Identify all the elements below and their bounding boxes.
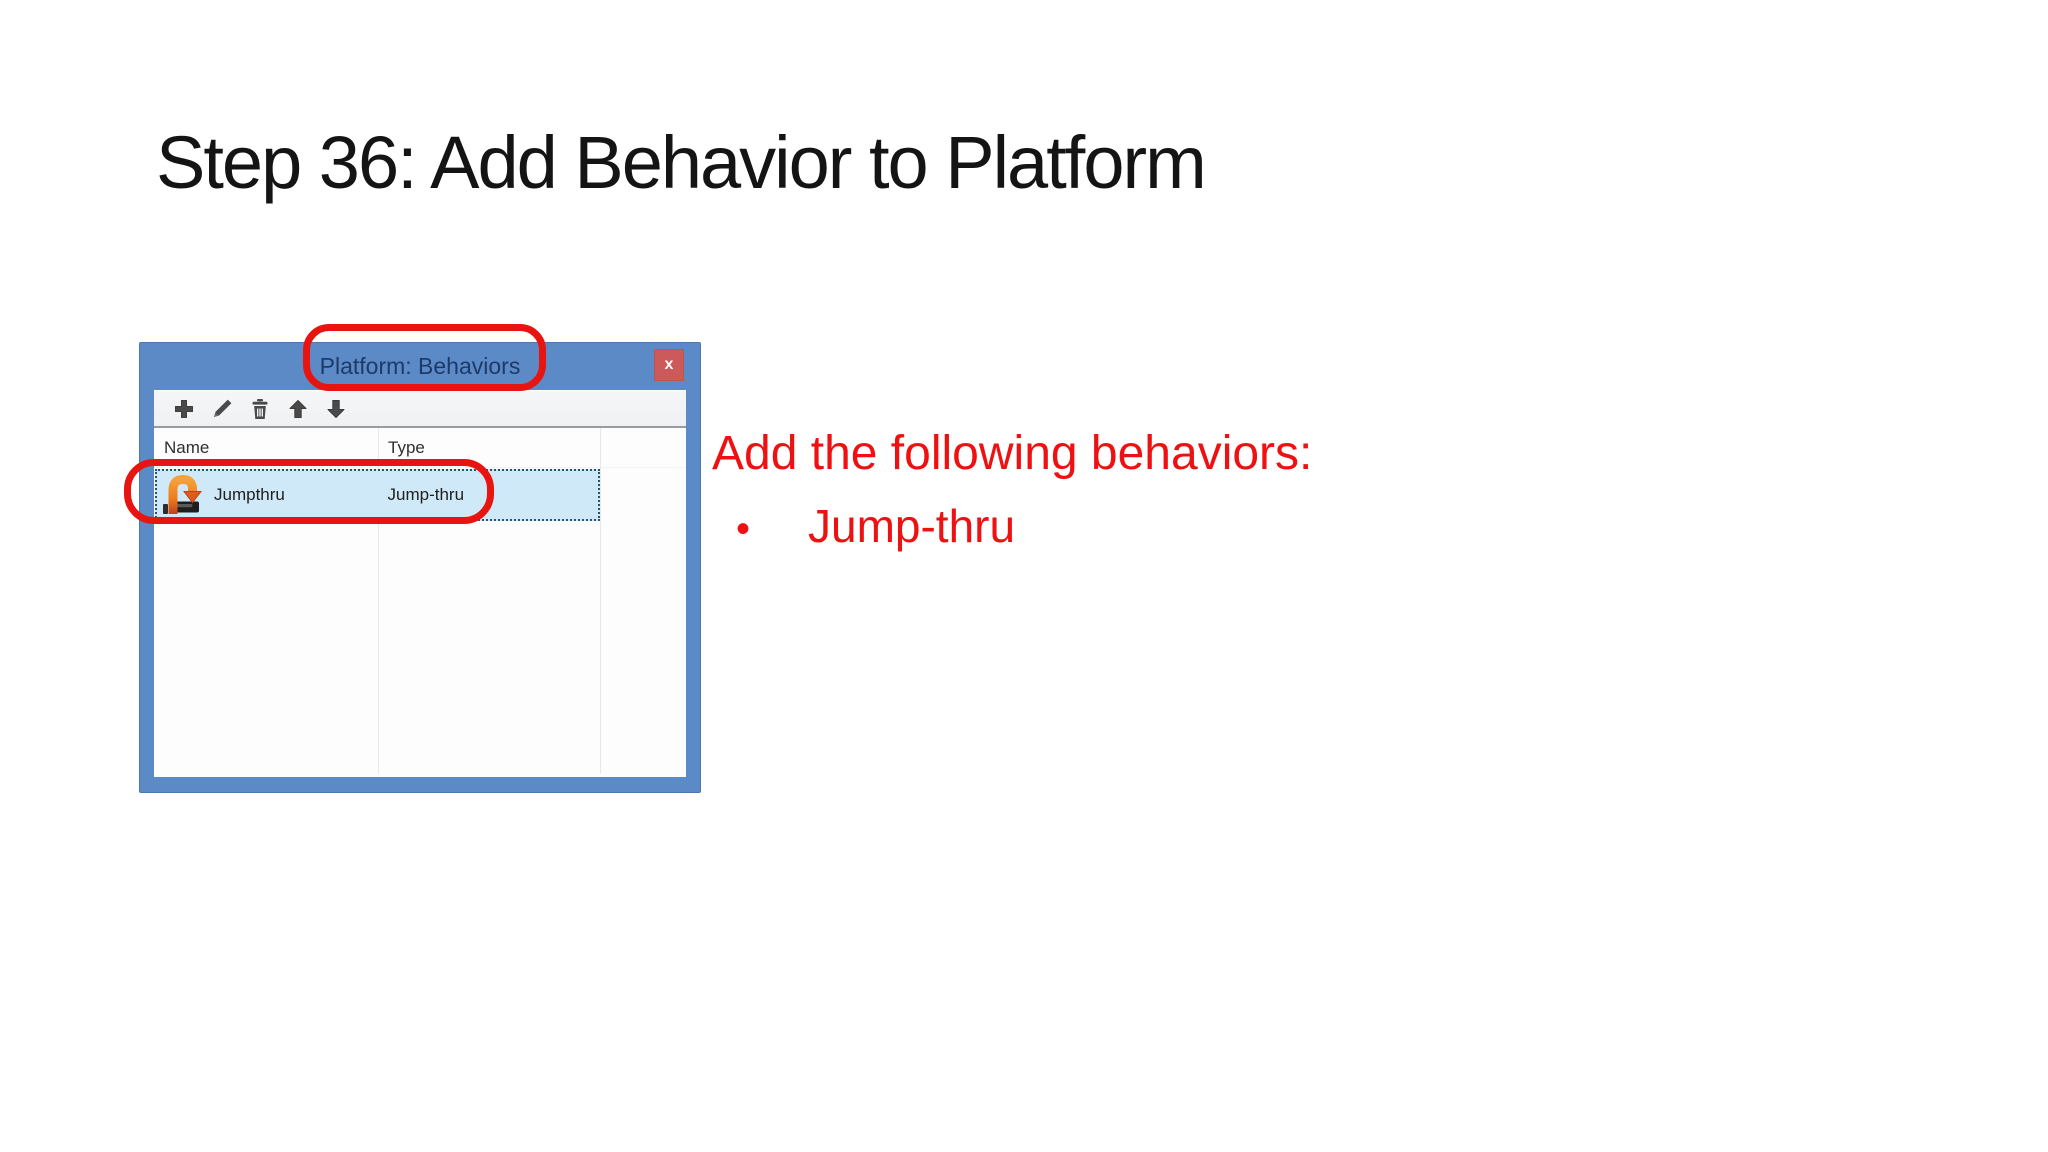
jump-thru-behavior-icon	[163, 474, 203, 514]
dialog-content: Name Type	[154, 390, 686, 777]
column-divider	[378, 428, 379, 774]
plus-icon	[174, 399, 193, 418]
behaviors-toolbar	[154, 390, 686, 428]
close-button[interactable]: x	[654, 349, 684, 381]
behaviors-dialog: Platform: Behaviors x	[139, 342, 701, 793]
slide-title: Step 36: Add Behavior to Platform	[156, 121, 1207, 204]
behaviors-list: Name Type	[154, 428, 686, 774]
column-header-name[interactable]: Name	[164, 437, 210, 457]
dialog-titlebar[interactable]: Platform: Behaviors x	[140, 343, 700, 390]
behavior-row-jumpthru[interactable]: Jumpthru Jump-thru	[155, 469, 600, 521]
trash-icon	[252, 398, 267, 419]
pencil-icon	[213, 399, 231, 417]
delete-behavior-button[interactable]	[247, 396, 272, 421]
behavior-name: Jumpthru	[214, 485, 285, 504]
edit-behavior-button[interactable]	[209, 396, 234, 421]
behavior-type-cell: Jump-thru	[379, 471, 599, 519]
instructions-block: Add the following behaviors: • Jump-thru	[712, 426, 1312, 553]
behavior-name-cell: Jumpthru	[157, 471, 379, 519]
instruction-item-text: Jump-thru	[808, 500, 1016, 552]
list-header: Name Type	[154, 428, 686, 468]
close-icon: x	[664, 356, 674, 373]
arrow-down-icon	[327, 399, 344, 418]
move-up-button[interactable]	[285, 396, 310, 421]
bullet-icon: •	[736, 507, 751, 551]
instruction-list-item: • Jump-thru	[712, 499, 1312, 553]
behavior-type: Jump-thru	[387, 485, 465, 504]
arrow-up-icon	[289, 399, 306, 418]
move-down-button[interactable]	[323, 396, 348, 421]
column-header-type[interactable]: Type	[388, 437, 425, 457]
dialog-title: Platform: Behaviors	[319, 353, 521, 379]
instructions-heading: Add the following behaviors:	[712, 427, 1313, 480]
column-divider	[600, 428, 601, 774]
add-behavior-button[interactable]	[171, 396, 196, 421]
